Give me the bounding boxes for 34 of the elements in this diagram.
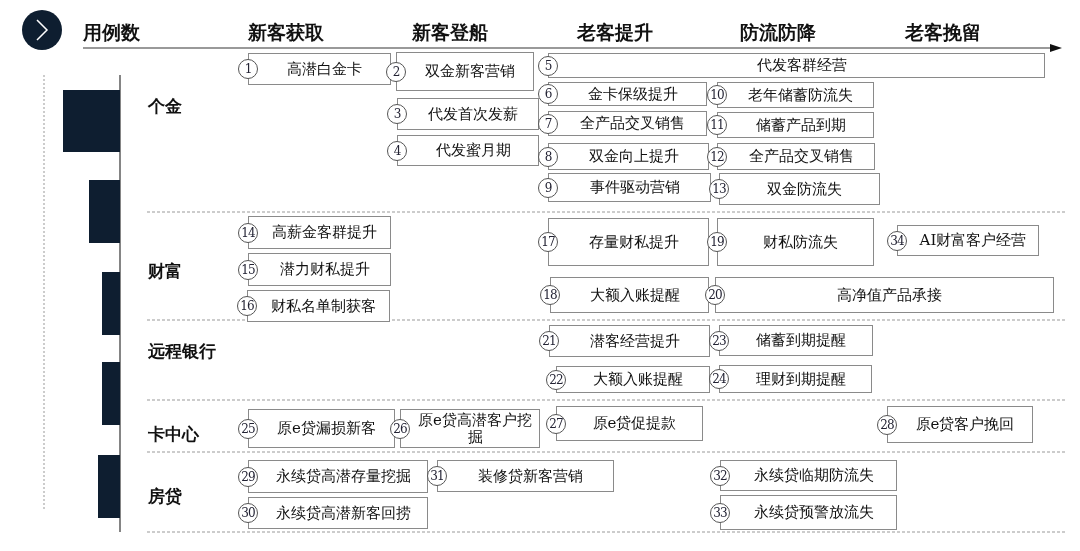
number-circle: 34 [887, 230, 907, 251]
row-label: 房贷 [148, 485, 182, 508]
column-header: 防流防降 [740, 20, 816, 45]
number-circle: 18 [540, 285, 560, 305]
number-circle: 17 [538, 232, 558, 252]
number-circle: 25 [238, 418, 258, 439]
row-label: 个金 [148, 95, 182, 118]
row-label: 财富 [148, 260, 182, 283]
number-circle: 16 [237, 296, 257, 316]
number-circle: 6 [538, 84, 558, 104]
number-circle: 29 [238, 466, 258, 487]
number-circle: 30 [238, 503, 258, 523]
number-circle: 10 [707, 85, 727, 105]
number-circle: 14 [238, 222, 258, 243]
row-label: 远程银行 [148, 340, 216, 363]
number-circle: 5 [538, 55, 558, 76]
column-header: 老客挽留 [905, 20, 981, 45]
number-circle: 15 [238, 259, 258, 280]
number-circle: 3 [387, 104, 407, 124]
column-header: 老客提升 [577, 20, 653, 45]
column-header: 新客获取 [248, 20, 324, 45]
number-circle: 4 [387, 140, 407, 161]
number-circle: 32 [710, 465, 730, 486]
column-header: 用例数 [83, 20, 140, 45]
number-circle: 27 [546, 413, 566, 434]
number-circle: 9 [538, 177, 558, 198]
column-header: 新客登船 [412, 20, 488, 45]
number-circle: 28 [877, 414, 897, 435]
number-circle: 21 [539, 331, 559, 351]
number-circle: 1 [238, 59, 258, 79]
number-circle: 11 [707, 115, 727, 135]
number-circle: 22 [546, 369, 566, 390]
number-circle: 33 [710, 502, 730, 523]
row-label: 卡中心 [148, 423, 199, 446]
